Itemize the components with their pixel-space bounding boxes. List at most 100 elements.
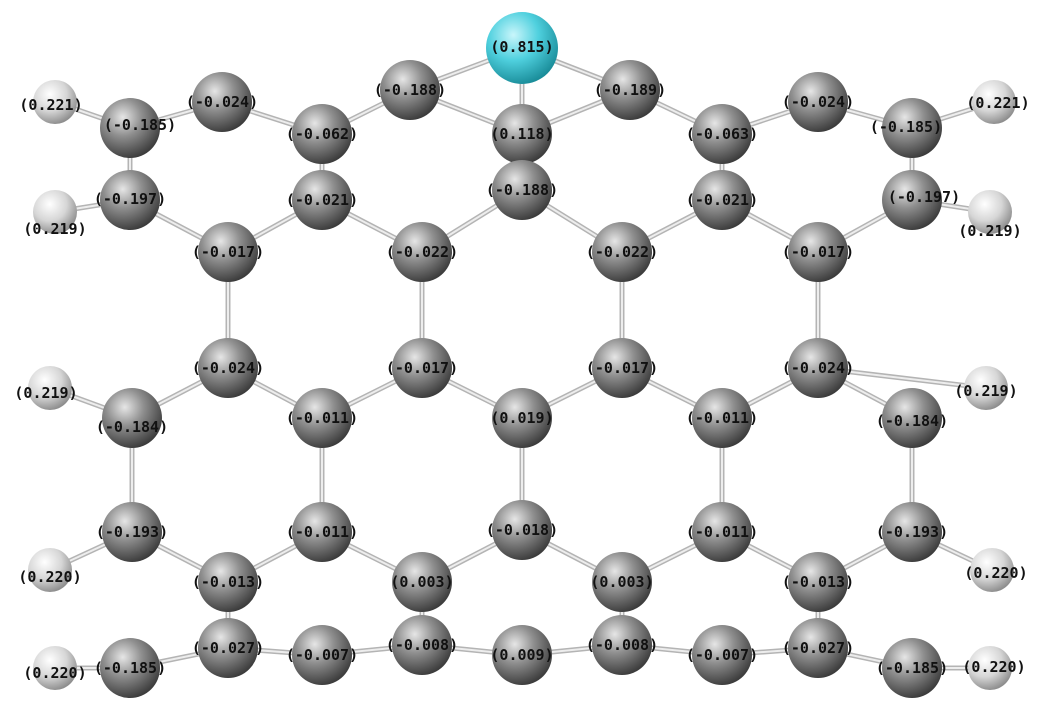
carbon-atom-C10 bbox=[100, 170, 160, 230]
charge-label-H10: (0.220) bbox=[962, 658, 1025, 676]
charge-label-C39: (-0.007) bbox=[286, 646, 358, 664]
charge-label-C9: (-0.185) bbox=[870, 118, 942, 136]
hydrogen-atom-H4 bbox=[968, 190, 1012, 234]
labels-layer: (0.815) (0.221) (-0.185) (-0.024) (-0.062) (-… bbox=[14, 38, 1029, 682]
carbon-atom-C17 bbox=[592, 222, 652, 282]
hydrogen-atom-H3 bbox=[33, 190, 77, 234]
carbon-atom-C28 bbox=[102, 502, 162, 562]
charge-label-H8: (0.220) bbox=[964, 564, 1027, 582]
charge-label-C29: (-0.011) bbox=[286, 523, 358, 541]
charge-label-C22: (-0.024) bbox=[782, 359, 854, 377]
carbon-atom-C16 bbox=[392, 222, 452, 282]
carbon-atom-C42 bbox=[592, 615, 652, 675]
charge-label-H5: (0.219) bbox=[14, 384, 77, 402]
hydrogen-atom-H7 bbox=[28, 548, 72, 592]
charge-label-C15: (-0.017) bbox=[192, 243, 264, 261]
carbon-atom-C3 bbox=[292, 104, 352, 164]
charge-label-C40: (-0.008) bbox=[386, 636, 458, 654]
charge-label-H4: (0.219) bbox=[958, 222, 1021, 240]
carbon-atom-C5 bbox=[492, 104, 552, 164]
charge-label-C27: (-0.184) bbox=[876, 412, 948, 430]
charge-label-C14: (-0.197) bbox=[888, 188, 960, 206]
charge-label-H9: (0.220) bbox=[23, 664, 86, 682]
charge-label-C3: (-0.062) bbox=[286, 125, 358, 143]
carbon-atom-C20 bbox=[392, 338, 452, 398]
carbon-atom-C45 bbox=[882, 638, 942, 698]
hydrogen-atom-H10 bbox=[968, 646, 1012, 690]
adatom-atom-M bbox=[486, 12, 558, 84]
carbon-atom-C27 bbox=[882, 388, 942, 448]
carbon-atom-C34 bbox=[392, 552, 452, 612]
carbon-atom-C32 bbox=[882, 502, 942, 562]
charge-label-C36: (-0.013) bbox=[782, 573, 854, 591]
carbon-atom-C26 bbox=[692, 388, 752, 448]
charge-label-C45: (-0.185) bbox=[876, 659, 948, 677]
charge-label-C37: (-0.185) bbox=[94, 659, 166, 677]
carbon-atom-C19 bbox=[198, 338, 258, 398]
carbon-atom-C2 bbox=[192, 72, 252, 132]
hydrogen-atom-H2 bbox=[972, 80, 1016, 124]
charge-label-C20: (-0.017) bbox=[386, 359, 458, 377]
charge-label-C13: (-0.021) bbox=[686, 191, 758, 209]
carbon-atom-C36 bbox=[788, 552, 848, 612]
carbon-atom-C43 bbox=[692, 625, 752, 685]
hydrogen-atom-H9 bbox=[33, 646, 77, 690]
carbon-atom-C1 bbox=[100, 98, 160, 158]
carbon-atom-C9 bbox=[882, 98, 942, 158]
charge-label-C35: (0.003) bbox=[590, 573, 653, 591]
hydrogen-atom-H8 bbox=[970, 548, 1014, 592]
carbon-atom-C7 bbox=[692, 104, 752, 164]
charge-label-C43: (-0.007) bbox=[686, 646, 758, 664]
charge-label-C19: (-0.024) bbox=[192, 359, 264, 377]
charge-label-C18: (-0.017) bbox=[782, 243, 854, 261]
charge-label-H1: (0.221) bbox=[19, 96, 82, 114]
charge-label-C1: (-0.185) bbox=[104, 116, 176, 134]
charge-label-H6: (0.219) bbox=[954, 382, 1017, 400]
charge-label-C11: (-0.021) bbox=[286, 191, 358, 209]
charge-label-C30: (-0.018) bbox=[486, 521, 558, 539]
charge-label-C38: (-0.027) bbox=[192, 639, 264, 657]
carbon-atom-C35 bbox=[592, 552, 652, 612]
carbon-atom-C22 bbox=[788, 338, 848, 398]
carbon-atom-C37 bbox=[100, 638, 160, 698]
charge-label-C2: (-0.024) bbox=[186, 93, 258, 111]
charge-label-C12: (-0.188) bbox=[486, 181, 558, 199]
carbon-atom-C14 bbox=[882, 170, 942, 230]
carbon-atom-C41 bbox=[492, 625, 552, 685]
carbon-atom-C30 bbox=[492, 500, 552, 560]
charge-label-C25: (0.019) bbox=[490, 409, 553, 427]
hydrogen-atom-H1 bbox=[33, 80, 77, 124]
carbon-atom-C23 bbox=[102, 388, 162, 448]
charge-label-H7: (0.220) bbox=[18, 568, 81, 586]
charge-label-M: (0.815) bbox=[490, 38, 553, 56]
charge-label-C7: (-0.063) bbox=[686, 125, 758, 143]
carbon-atom-C21 bbox=[592, 338, 652, 398]
carbon-atom-C29 bbox=[292, 502, 352, 562]
charge-label-C17: (-0.022) bbox=[586, 243, 658, 261]
charge-label-C21: (-0.017) bbox=[586, 359, 658, 377]
charge-label-C44: (-0.027) bbox=[782, 639, 854, 657]
charge-label-C23: (-0.184) bbox=[96, 418, 168, 436]
charge-label-C41: (0.009) bbox=[490, 646, 553, 664]
charge-label-C34: (0.003) bbox=[390, 573, 453, 591]
hydrogen-atom-H6 bbox=[964, 366, 1008, 410]
carbon-atom-C12 bbox=[492, 160, 552, 220]
charge-label-C26: (-0.011) bbox=[686, 409, 758, 427]
charge-label-C32: (-0.193) bbox=[876, 523, 948, 541]
charge-label-C5: (0.118) bbox=[490, 125, 553, 143]
carbon-atom-C11 bbox=[292, 170, 352, 230]
carbon-atom-C33 bbox=[198, 552, 258, 612]
carbon-atom-C31 bbox=[692, 502, 752, 562]
carbon-atom-C8 bbox=[788, 72, 848, 132]
charge-label-C16: (-0.022) bbox=[386, 243, 458, 261]
carbon-atom-C39 bbox=[292, 625, 352, 685]
carbon-atom-C15 bbox=[198, 222, 258, 282]
carbon-atom-C6 bbox=[600, 60, 660, 120]
carbon-atom-C40 bbox=[392, 615, 452, 675]
carbon-atom-C13 bbox=[692, 170, 752, 230]
charge-label-C31: (-0.011) bbox=[686, 523, 758, 541]
charge-label-H2: (0.221) bbox=[966, 94, 1029, 112]
carbon-atom-C24 bbox=[292, 388, 352, 448]
